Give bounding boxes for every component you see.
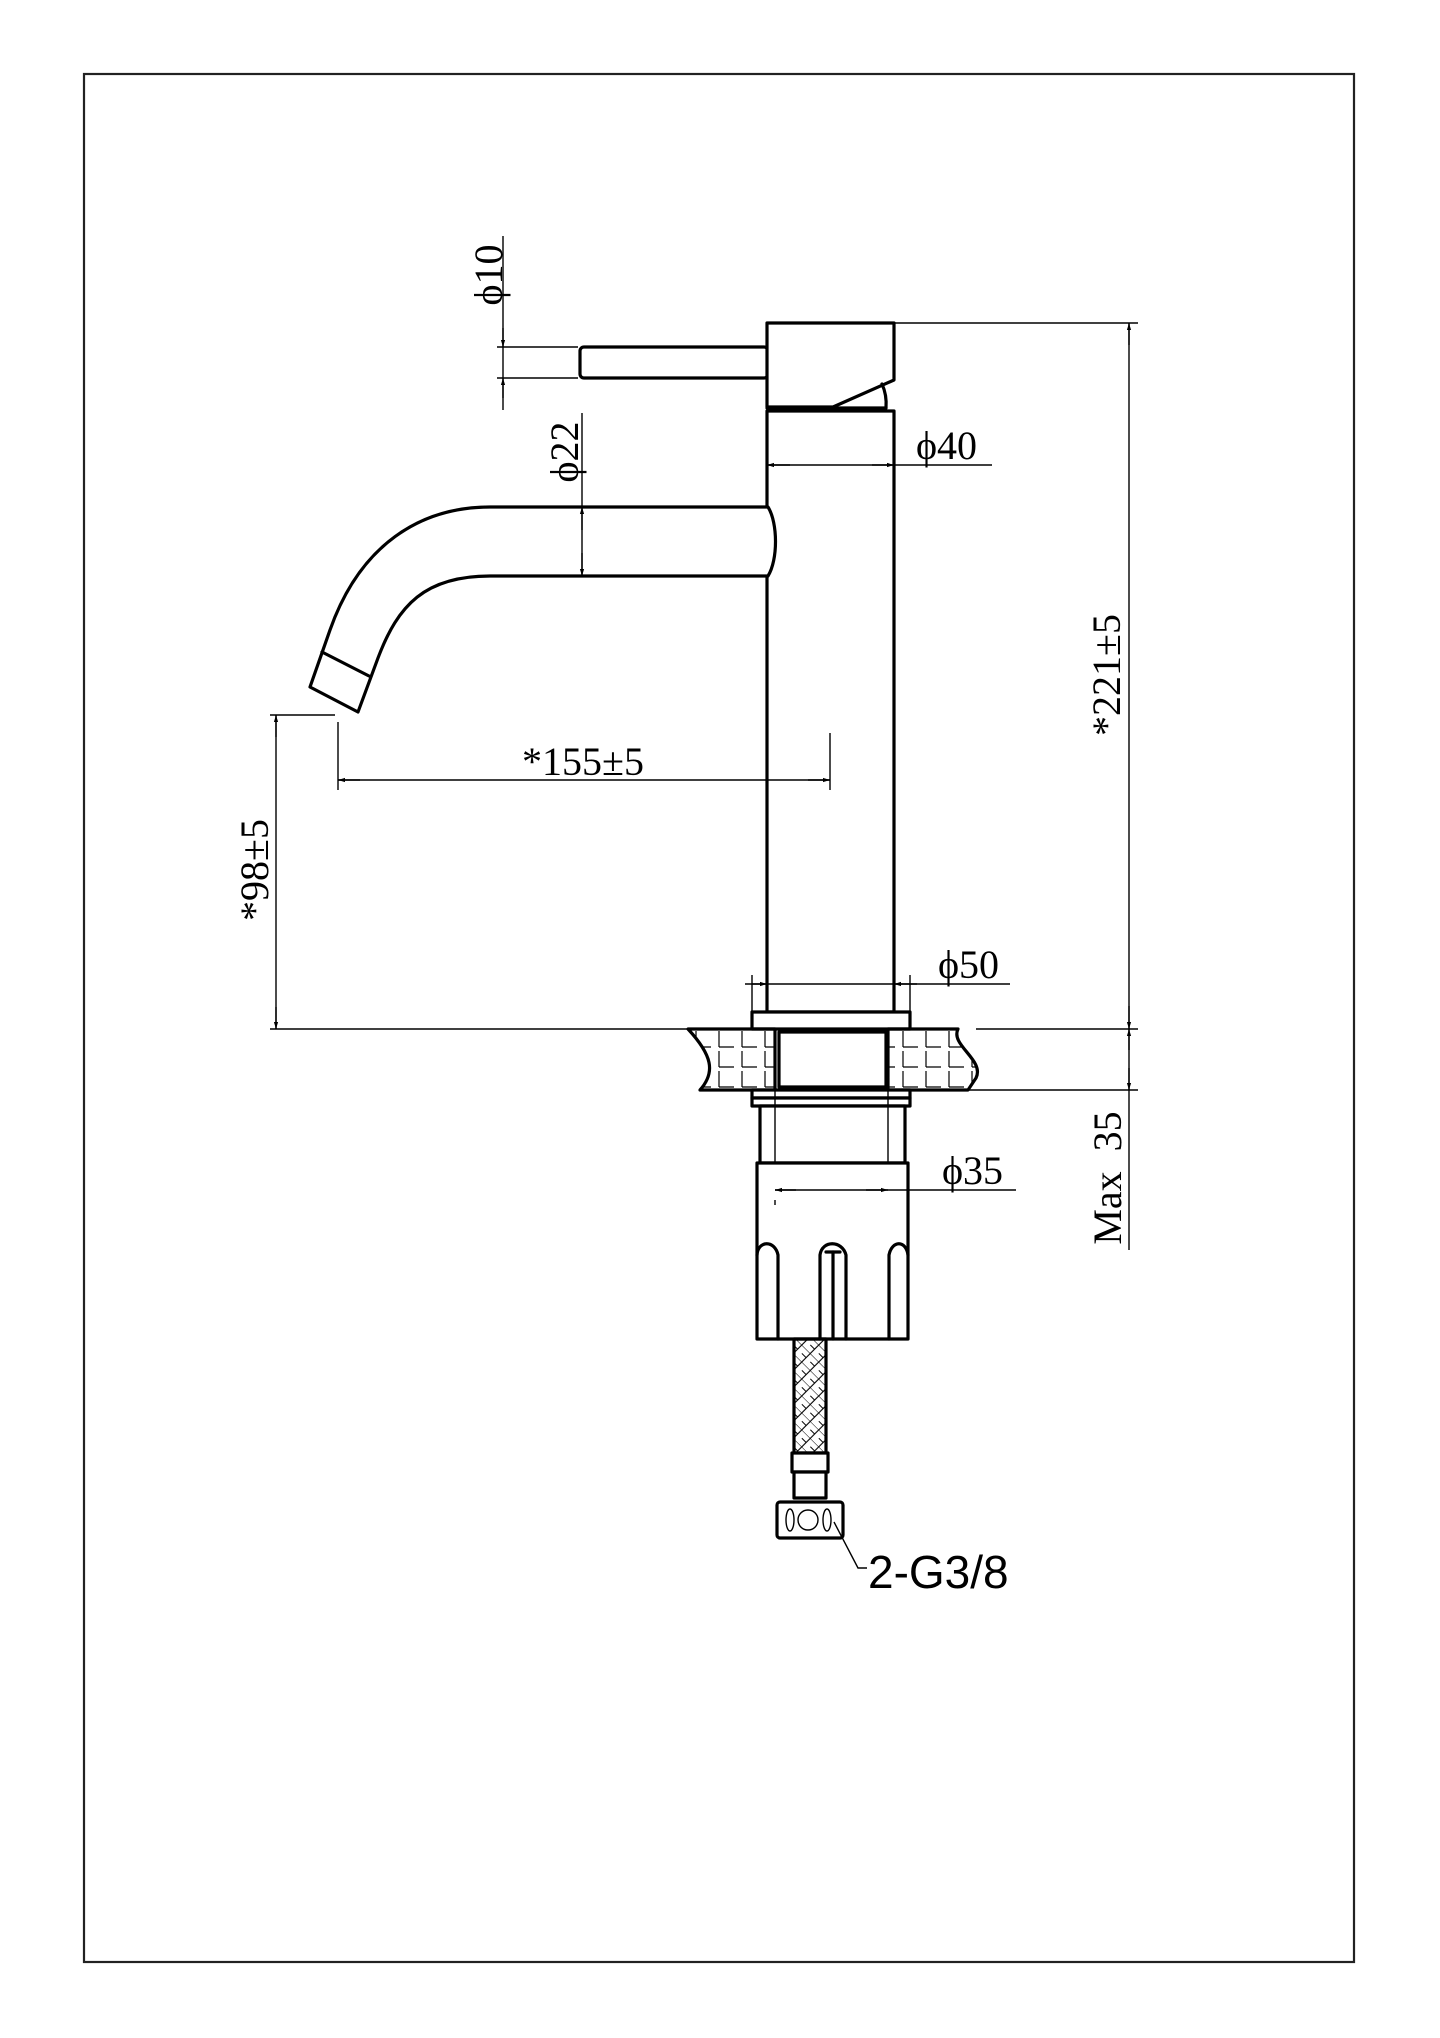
dim-outlet-height: *98±5 [232, 819, 277, 921]
dim-shank-diameter: ϕ35 [942, 1148, 1003, 1193]
aerator-line [320, 650, 371, 678]
spout [308, 505, 778, 714]
dim-max-counter-thickness: Max 35 [1085, 1111, 1130, 1244]
dim-spout-diameter: ϕ22 [542, 421, 587, 482]
handle-cap [765, 321, 896, 409]
dim-overall-height: *221±5 [1084, 614, 1129, 736]
fitting-bore [797, 1509, 819, 1531]
countertop-right [886, 1027, 980, 1092]
hose-stem [792, 1470, 828, 1500]
dim-lever-diameter: ϕ10 [466, 244, 511, 305]
hose-fitting-nut [775, 1500, 845, 1540]
dim-base-diameter: ϕ50 [938, 942, 999, 987]
fitting-facet-right [822, 1508, 832, 1532]
dim-body-diameter: ϕ40 [916, 423, 977, 468]
tap-body-group [308, 321, 980, 1540]
handle-cartridge-arc [880, 382, 888, 410]
dim-spout-reach: *155±5 [522, 739, 644, 784]
mounting-hole-shank [777, 1030, 888, 1089]
nut-slots [755, 1242, 910, 1341]
base-flange [750, 1010, 912, 1031]
dimensions: ϕ10 ϕ22 ϕ40 *221±5 *155±5 *98±5 [232, 236, 1138, 1598]
braided-hose [792, 1337, 828, 1455]
drawing-frame [82, 72, 1356, 1964]
connection-label: 2-G3/8 [868, 1546, 1009, 1598]
tap-body [765, 409, 896, 1014]
threaded-shank [758, 1104, 907, 1165]
hose-collar [790, 1451, 830, 1474]
fitting-facet-left [785, 1508, 795, 1532]
lever-handle [578, 345, 770, 380]
countertop-left [686, 1027, 777, 1092]
